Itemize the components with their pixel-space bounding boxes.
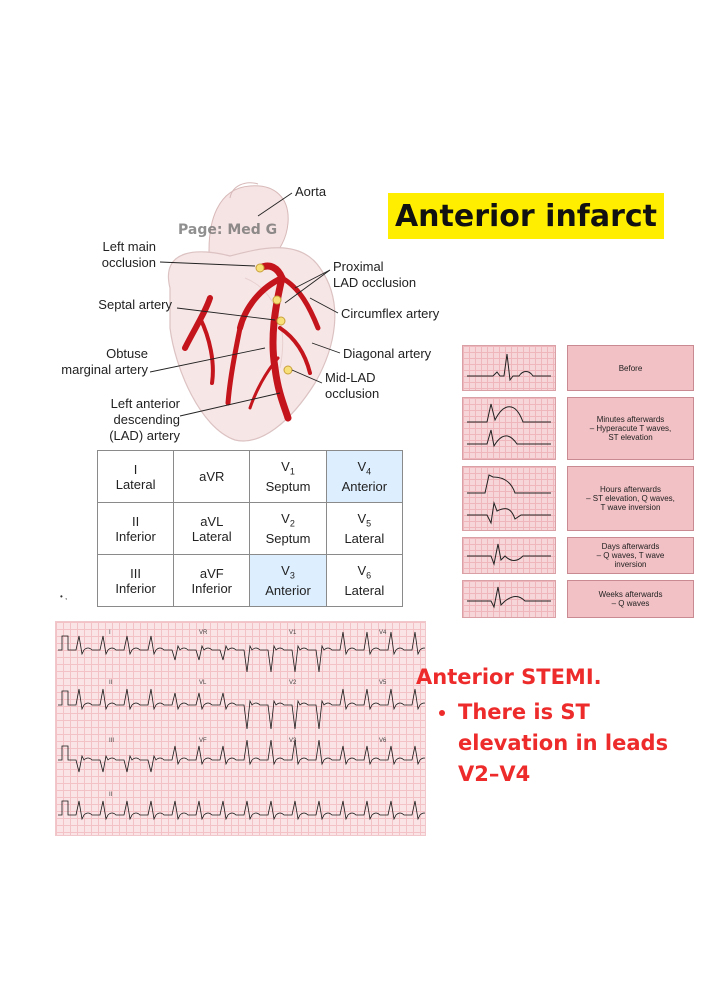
stage-label-weeks: Weeks afterwards – Q waves [567,580,694,618]
lead-cell: aVR [173,450,251,503]
proximal-lad-marker [272,295,282,305]
ecg-label-V4: V4 [379,630,387,636]
label-mid-lad: Mid-LAD occlusion [325,370,380,401]
stage-label-before: Before [567,345,694,391]
ecg-label-rhythm-II: II [109,792,113,798]
heart-illustration [150,182,341,442]
ecg-label-V5: V5 [379,680,387,686]
stage-strip-minutes [462,397,556,460]
ecg-label-III: III [109,738,115,744]
ecg-label-V1: V1 [289,630,297,636]
ecg-trace [58,688,425,730]
title-badge: Anterior infarct [388,193,664,239]
ecg-label-VR: VR [199,630,208,636]
ecg-label-V3: V3 [289,738,297,744]
mid-lad-marker [283,365,293,375]
ecg-label-II: II [109,680,113,686]
stage-strip-before [462,345,556,391]
ecg-trace [58,800,425,821]
left-main-occlusion-marker [255,263,265,273]
ecg-label-VL: VL [199,680,207,686]
label-left-main-occlusion: Left main occlusion [101,239,156,270]
stemi-annotation: Anterior STEMI. There is ST elevation in… [416,662,706,790]
label-circumflex: Circumflex artery [341,306,440,321]
label-septal-artery: Septal artery [98,297,172,312]
stage-strip-days [462,537,556,574]
stage-strip-hours [462,466,556,531]
page-title: Anterior infarct [394,198,658,234]
ecg-trace [58,739,425,773]
ecg-label-V2: V2 [289,680,297,686]
ecg-label-I: I [109,630,111,636]
stage-strip-weeks [462,580,556,618]
stemi-bullet: There is ST elevation in leads V2–V4 [458,697,706,790]
label-aorta: Aorta [295,184,327,199]
heart-body [167,247,336,442]
ecg-label-VF: VF [199,738,207,744]
stage-label-minutes: Minutes afterwards – Hyperacute T waves,… [567,397,694,460]
watermark: Page: Med G [178,222,278,238]
pointer-lines [150,192,341,417]
stemi-heading: Anterior STEMI. [416,665,602,689]
stage-label-days: Days afterwards – Q waves, T wave invers… [567,537,694,574]
label-obtuse-marginal: Obtuse marginal artery [61,346,148,377]
stray-mark: • , [60,592,68,601]
ecg-trace [58,631,425,673]
label-diagonal: Diagonal artery [343,346,432,361]
septal-marker [276,316,286,326]
stage-label-hours: Hours afterwards – ST elevation, Q waves… [567,466,694,531]
twelve-lead-ecg: I VR V1 V4 II VL V2 V5 III VF V3 V6 II [55,621,426,836]
stemi-list: There is ST elevation in leads V2–V4 [416,697,706,790]
label-proximal-lad: Proximal LAD occlusion [333,259,417,290]
ecg-label-V6: V6 [379,738,387,744]
label-lad-artery: Left anterior descending (LAD) artery [109,396,180,443]
